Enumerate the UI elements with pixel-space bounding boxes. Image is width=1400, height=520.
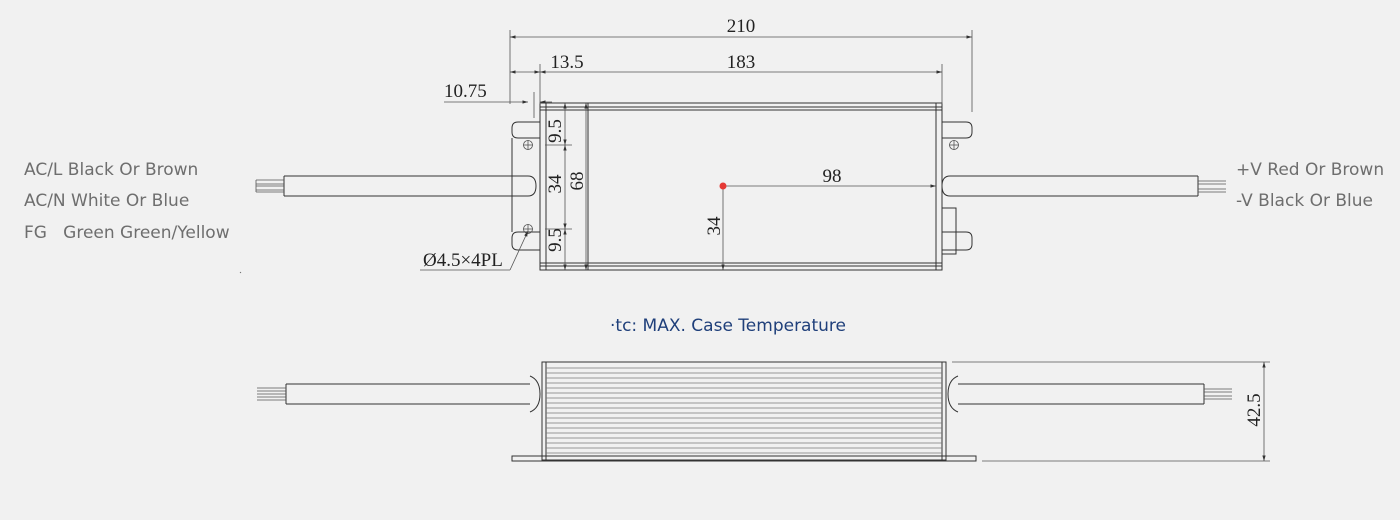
right-cable-side (947, 375, 1232, 413)
left-flange (511, 121, 540, 251)
wire-label-ac-l: AC/L Black Or Brown (24, 160, 199, 180)
side-view: 42.5 (257, 361, 1270, 462)
dim-label-9-5-top: 9.5 (545, 119, 566, 143)
left-cable-top (255, 175, 537, 197)
dim-label-183: 183 (727, 52, 756, 73)
hole-spec-label: Ø4.5×4PL (423, 250, 503, 271)
wire-label-positive: +V Red Or Brown (1236, 160, 1385, 180)
dimension-height: 42.5 (952, 361, 1270, 462)
dimension-hole-spacing: 9.5 34 9.5 68 (545, 103, 588, 270)
dim-label-210: 210 (727, 16, 756, 37)
right-flange (941, 121, 973, 255)
case-body-side (511, 361, 977, 462)
dim-label-34-tc: 34 (704, 216, 725, 236)
tc-point-dimensions: 98 34 (704, 166, 936, 270)
hole-callout: Ø4.5×4PL (420, 230, 529, 271)
dim-label-9-5-bottom: 9.5 (545, 228, 566, 252)
dim-label-98: 98 (823, 166, 842, 187)
dim-label-13-5: 13.5 (550, 52, 583, 73)
left-cable-side (257, 375, 541, 413)
dimension-end-and-body: 13.5 183 (510, 52, 943, 104)
tc-point-icon (719, 182, 727, 190)
dim-label-68: 68 (567, 172, 588, 191)
heatsink-fins (546, 367, 942, 454)
right-cable-top (941, 175, 1226, 197)
dim-label-42-5: 42.5 (1244, 393, 1265, 426)
top-view: 210 13.5 183 10.75 9.5 34 (239, 16, 1226, 274)
wire-label-fg: FG Green Green/Yellow (24, 223, 230, 243)
dim-label-10-75: 10.75 (444, 81, 487, 102)
wire-label-ac-n: AC/N White Or Blue (24, 191, 190, 211)
dimension-overall-length: 210 (509, 16, 973, 112)
dim-label-34-span: 34 (545, 174, 566, 194)
case-temperature-caption: ·tc: MAX. Case Temperature (610, 316, 846, 336)
case-body-top (539, 102, 943, 271)
dimension-flange-offset: 10.75 (444, 81, 552, 118)
wire-label-negative: -V Black Or Blue (1236, 191, 1373, 211)
